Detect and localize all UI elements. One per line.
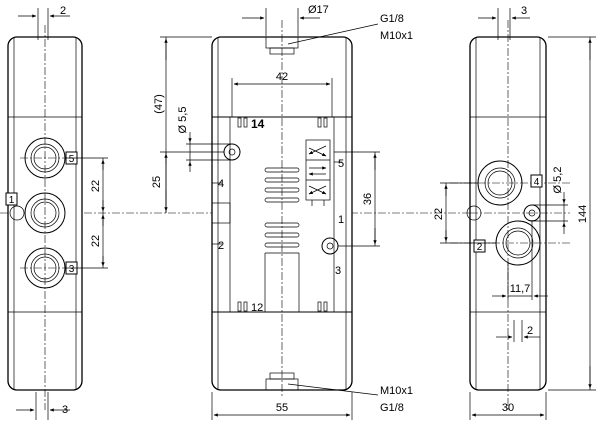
front-top-thread-1: G1/8: [380, 13, 404, 25]
right-dim-144: 144: [577, 205, 589, 223]
left-mounting-hole: [9, 205, 25, 221]
valve-symbol: [305, 139, 331, 206]
svg-text:3: 3: [69, 264, 75, 275]
svg-text:5: 5: [69, 154, 75, 165]
front-view: 14 4 2 5 1 3 12 Ø17 G1/8 M10x1 42 (47): [151, 4, 413, 420]
svg-text:2: 2: [477, 242, 483, 253]
front-label-12: 12: [251, 302, 263, 314]
front-label-14: 14: [251, 117, 265, 131]
left-port-1: [24, 192, 66, 234]
front-dim-36: 36: [362, 193, 374, 205]
front-dim-d17: Ø17: [308, 4, 329, 16]
front-dim-47: (47): [153, 94, 165, 114]
front-label-5: 5: [338, 158, 344, 170]
front-label-4: 4: [218, 178, 224, 190]
left-label-1: 1: [5, 192, 18, 206]
front-bottom-thread-1: M10x1: [380, 385, 413, 397]
right-dim-117: 11,7: [510, 283, 531, 295]
front-dim-55: 55: [276, 402, 288, 414]
right-dim-3: 3: [521, 5, 527, 17]
left-dim-2: 2: [60, 5, 66, 17]
left-side-view: 5 1 3 2 3 22 22: [5, 5, 108, 420]
right-label-2: 2: [473, 239, 486, 253]
front-label-2: 2: [218, 240, 224, 252]
right-label-4: 4: [530, 174, 543, 188]
front-label-1: 1: [338, 214, 344, 226]
right-dim-2: 2: [527, 325, 533, 337]
front-dim-42: 42: [276, 71, 288, 83]
right-side-view: 4 2 3 22 Ø 5,2 144: [433, 5, 596, 420]
front-top-thread-2: M10x1: [380, 30, 413, 42]
svg-text:1: 1: [9, 195, 15, 206]
svg-text:4: 4: [534, 177, 540, 188]
front-bottom-thread-2: G1/8: [380, 402, 404, 414]
front-dim-25: 25: [151, 176, 163, 188]
left-port-3: [20, 247, 70, 289]
front-label-3: 3: [335, 265, 341, 277]
front-dim-d55: Ø 5,5: [177, 107, 189, 134]
right-dim-d52: Ø 5,2: [552, 167, 564, 194]
left-dim-22-lower: 22: [90, 235, 102, 247]
front-ribs: [264, 167, 300, 248]
left-port-5: [20, 137, 70, 179]
left-dim-22-upper: 22: [90, 180, 102, 192]
left-label-5: 5: [65, 151, 78, 165]
right-dim-30: 30: [502, 402, 514, 414]
left-dim-3: 3: [62, 404, 68, 416]
right-dim-22: 22: [433, 208, 445, 220]
left-label-3: 3: [65, 261, 78, 275]
